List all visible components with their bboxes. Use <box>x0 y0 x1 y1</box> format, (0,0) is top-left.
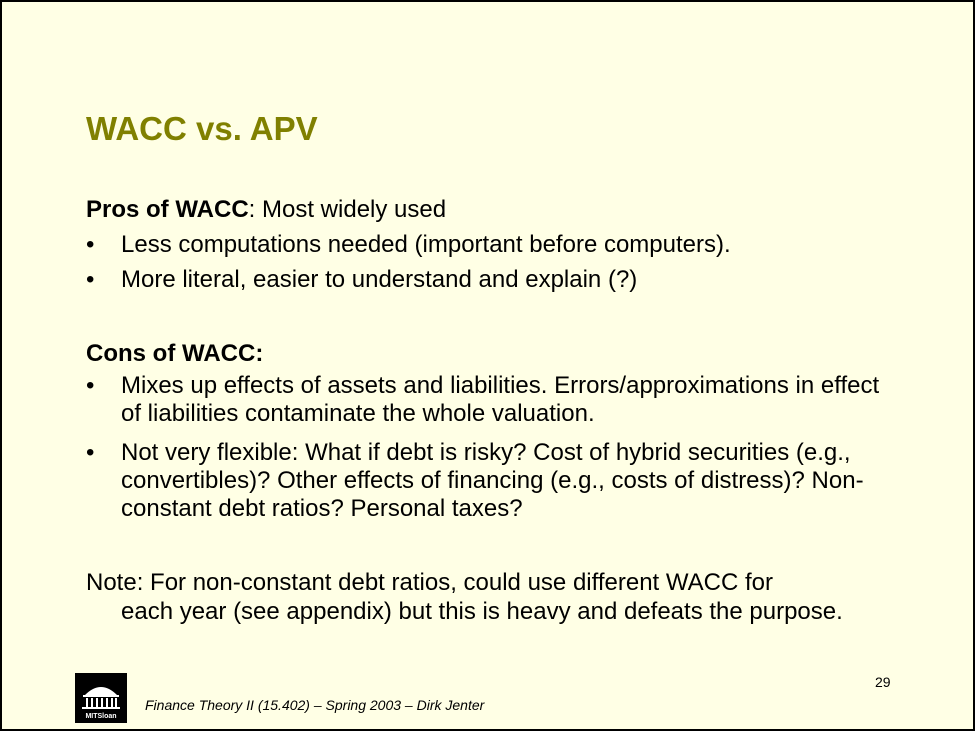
bullet-marker: • <box>86 266 95 293</box>
bullet-marker: • <box>86 231 95 258</box>
logo-text: MITSloan <box>85 713 116 720</box>
note-first-line: Note: For non-constant debt ratios, coul… <box>86 569 773 596</box>
bullet-marker: • <box>86 372 95 399</box>
bullet-text: Less computations needed (important befo… <box>121 231 731 258</box>
footer-text: Finance Theory II (15.402) – Spring 2003… <box>145 697 485 713</box>
mit-sloan-logo: MITSloan <box>75 673 127 723</box>
slide-title: WACC vs. APV <box>86 110 318 147</box>
note-continuation: each year (see appendix) but this is hea… <box>121 598 843 625</box>
pros-heading: Pros of WACC: Most widely used <box>86 195 446 224</box>
bullet-text: Mixes up effects of assets and liabiliti… <box>121 372 880 427</box>
cons-heading: Cons of WACC: <box>86 339 263 368</box>
bullet-marker: • <box>86 439 95 466</box>
cons-heading-bold: Cons of WACC: <box>86 340 264 367</box>
bullet-text: Not very flexible: What if debt is risky… <box>121 439 864 522</box>
note-paragraph: Note: For non-constant debt ratios, coul… <box>86 568 886 626</box>
page-number: 29 <box>875 674 891 690</box>
bullet-text: More literal, easier to understand and e… <box>121 266 638 293</box>
dome-icon: MITSloan <box>75 673 127 723</box>
pros-heading-bold: Pros of WACC <box>86 196 249 223</box>
pros-heading-rest: : Most widely used <box>248 196 447 223</box>
